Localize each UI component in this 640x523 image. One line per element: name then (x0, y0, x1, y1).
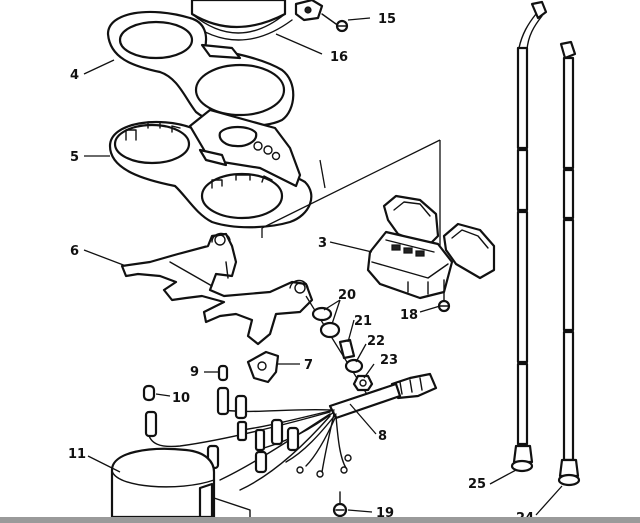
part-24-speedo-cable (535, 40, 581, 516)
callout-labels: 15 16 4 5 6 3 18 20 21 22 23 7 9 10 8 11… (68, 12, 534, 523)
callout-7: 7 (304, 358, 313, 373)
callout-23: 23 (380, 353, 398, 368)
callout-8: 8 (378, 429, 387, 444)
callout-9: 9 (190, 365, 199, 380)
callout-6: 6 (70, 244, 79, 259)
callout-11: 11 (68, 447, 86, 462)
callout-10: 10 (172, 391, 190, 406)
part-8-wire-harness (144, 372, 438, 491)
part-25-tacho-cable (489, 0, 548, 485)
callout-20: 20 (338, 288, 356, 303)
bottom-edge-bar (0, 517, 640, 523)
assembly-guide-lines (261, 139, 441, 246)
parts-20-23-fasteners (305, 295, 374, 397)
part-3-indicator-unit (366, 194, 496, 300)
callout-25: 25 (468, 477, 486, 492)
part-5-lower-bracket (108, 108, 313, 229)
part-6-stay-bracket (120, 232, 314, 346)
part-11-band (110, 447, 251, 519)
callout-18: 18 (400, 308, 418, 323)
part-10-bulb (142, 384, 156, 402)
part-15-screw (294, 0, 349, 33)
part-9-bulb (217, 364, 229, 382)
callout-21: 21 (354, 314, 372, 329)
callout-16: 16 (330, 50, 348, 65)
part-4-upper-bracket (106, 10, 295, 147)
callout-22: 22 (367, 334, 385, 349)
part-7-clamp (246, 350, 280, 384)
callout-5: 5 (70, 150, 79, 165)
callout-4: 4 (70, 68, 79, 83)
meter-housing-top (185, 0, 293, 41)
part-19-screw (332, 491, 348, 518)
leader-lines (83, 17, 441, 513)
callout-3: 3 (318, 236, 327, 251)
callout-15: 15 (378, 12, 396, 27)
